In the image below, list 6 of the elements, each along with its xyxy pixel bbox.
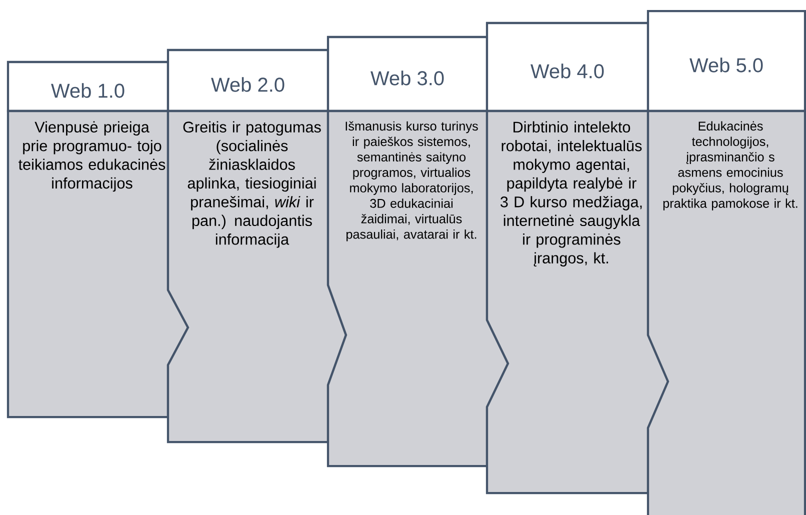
header-box: Web 1.0 <box>6 60 170 112</box>
header-box: Web 3.0 <box>326 36 488 112</box>
chevron-panel: Edukacinės technologijos, įprasminančio s asmens emocinius pokyčius, hologramų praktika pamokose ir kt. <box>646 110 806 515</box>
header-box: Web 2.0 <box>166 48 330 112</box>
header-box: Web 5.0 <box>646 10 806 112</box>
header-box: Web 4.0 <box>486 22 650 112</box>
